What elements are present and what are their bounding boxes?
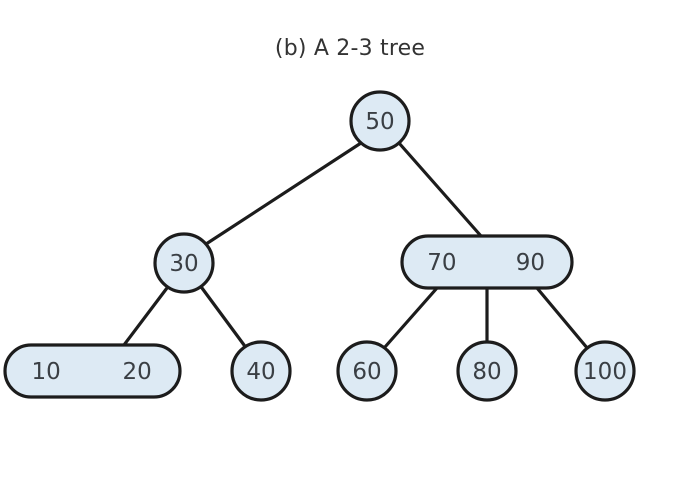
node-stadium-n70-90: [400, 234, 574, 290]
node-key-label: 50: [365, 109, 394, 135]
node-key-label: 30: [169, 251, 198, 277]
tree-node-n100[interactable]: 100: [574, 340, 636, 402]
tree-edge-n70-90-to-n100: [535, 286, 590, 351]
node-circle-root: [349, 90, 411, 152]
node-key-label: 70: [427, 250, 456, 276]
node-circle-n80: [456, 340, 518, 402]
node-circle-n60: [336, 340, 398, 402]
tree-node-n10-20[interactable]: 10 20: [3, 343, 182, 399]
node-circle-n100: [574, 340, 636, 402]
tree-edge-root-to-n30: [201, 141, 363, 248]
tree-node-n80[interactable]: 80: [456, 340, 518, 402]
tree-node-n60[interactable]: 60: [336, 340, 398, 402]
tree-node-n70-90[interactable]: 70 90: [400, 234, 574, 290]
node-key-label: 80: [472, 359, 501, 385]
tree-edge-n30-to-n40: [197, 282, 249, 351]
tree-node-n40[interactable]: 40: [230, 340, 292, 402]
node-key-label: 10: [31, 359, 60, 385]
tree-node-root[interactable]: 50: [349, 90, 411, 152]
node-circle-n40: [230, 340, 292, 402]
tree-edge-n70-90-to-n60: [383, 286, 439, 349]
tree-node-n30[interactable]: 30: [153, 232, 215, 294]
tree-edge-n30-to-n10-20: [122, 282, 172, 347]
node-key-label: 90: [516, 250, 545, 276]
node-key-label: 60: [352, 359, 381, 385]
tree-nodes: 50 30 70 90 10 20 40 60 80 100: [3, 90, 636, 402]
node-circle-n30: [153, 232, 215, 294]
node-stadium-n10-20: [3, 343, 182, 399]
tree-edges: [122, 141, 590, 351]
node-key-label: 40: [246, 359, 275, 385]
node-key-label: 100: [583, 359, 627, 385]
tree-edge-root-to-n70-90: [397, 141, 483, 238]
node-key-label: 20: [122, 359, 151, 385]
figure-caption: (b) A 2-3 tree: [274, 36, 426, 61]
